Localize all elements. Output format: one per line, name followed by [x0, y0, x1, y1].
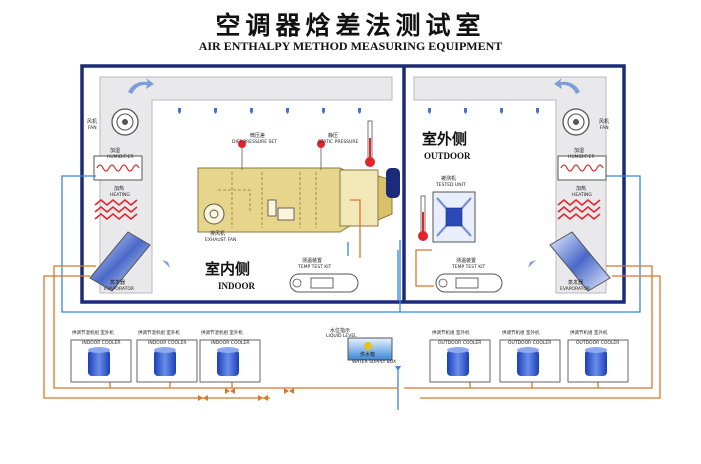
- outdoor-unit-label-en: TESTED UNIT: [435, 182, 466, 188]
- air-diffuser-arrows: [178, 108, 539, 114]
- sp-label: 静压: [328, 132, 338, 139]
- left-heater-icon: [94, 198, 138, 221]
- right-fan-label-en: FAN: [600, 125, 609, 131]
- outdoor-temp-kit: [435, 273, 503, 293]
- left-fan-label-en: FAN: [88, 125, 97, 131]
- tank-level-label: 水位指示: [330, 327, 350, 334]
- title-english: AIR ENTHALPY METHOD MEASURING EQUIPMENT: [198, 39, 503, 53]
- compressor-unit-left-3: [199, 339, 261, 383]
- left-evaporator-icon: [89, 231, 151, 292]
- compressor-unit-left-2: [136, 339, 198, 383]
- compressor-left-2-label: 供调节湿机组 室外机: [138, 329, 180, 336]
- left-humidifier-label-en: HUMIDIFIER: [107, 154, 134, 160]
- compressor-right-3-label: 供调节机组 室外机: [570, 329, 608, 336]
- left-humidifier: [93, 155, 143, 181]
- left-evaporator-label: 蒸发器: [110, 279, 125, 286]
- indoor-title-cn: 室内侧: [205, 260, 250, 278]
- tank-level-label-en: LIQUID LEVEL: [326, 333, 357, 339]
- right-evaporator-label-en: EVAPORATOR: [560, 286, 590, 292]
- outdoor-unit-label: 被测机: [441, 175, 456, 182]
- compressor-right-1-label: 供调节机组 室外机: [432, 329, 470, 336]
- indoor-temp-label-en: TEMP TEST KIT: [297, 264, 332, 270]
- right-fan-label: 风机: [599, 118, 609, 125]
- indoor-temp-label: 测温装置: [302, 257, 322, 264]
- airflow-arrows: [128, 78, 580, 268]
- exhaust-label: 排风机: [210, 230, 225, 237]
- water-supply-tank: [347, 337, 393, 361]
- exhaust-label-en: EXHAUST FAN: [205, 237, 236, 243]
- sp-label-en: STATIC PRESSURE: [318, 139, 358, 145]
- compressor-unit-right-1: [429, 339, 491, 383]
- outdoor-temp-label-en: TEMP TEST KIT: [451, 264, 486, 270]
- pipes-blue: [61, 175, 641, 410]
- dp-label: 微压差: [250, 132, 265, 139]
- left-heater-label-en: HEATING: [110, 192, 130, 198]
- outdoor-temp-label: 测温装置: [456, 257, 476, 264]
- right-evaporator-label: 蒸发器: [568, 279, 583, 286]
- chamber-walls: [80, 64, 626, 304]
- compressor-right-1-label-en: OUTDOOR COOLER: [438, 340, 481, 346]
- tank-name-label-en: WATER SUPPLY BOX: [352, 359, 396, 365]
- outdoor-test-unit: [432, 191, 476, 243]
- right-humidifier-label-en: HUMIDIFIER: [568, 154, 595, 160]
- left-heater-label: 加热: [114, 185, 124, 192]
- compressor-left-1-label-en: INDOOR COOLER: [82, 340, 121, 346]
- valves: [198, 366, 401, 401]
- sp-gauge: [317, 140, 325, 170]
- indoor-title-en: INDOOR: [218, 281, 256, 291]
- left-humidifier-label: 加湿: [110, 147, 120, 154]
- compressor-left-1-label: 供调节湿机组 室外机: [72, 329, 114, 336]
- compressor-right-3-label-en: OUTDOOR COOLER: [576, 340, 619, 346]
- outdoor-title-cn: 室外侧: [422, 130, 467, 148]
- outdoor-thermometer: [418, 195, 428, 241]
- title-chinese: 空调器焓差法测试室: [215, 11, 486, 40]
- compressor-left-2-label-en: INDOOR COOLER: [148, 340, 187, 346]
- right-heater-label: 加热: [576, 185, 586, 192]
- dp-label-en: DIFF PRESSURE SET: [232, 139, 277, 145]
- right-evaporator-icon: [549, 231, 611, 292]
- right-heater-icon: [557, 198, 601, 221]
- left-fan: [111, 108, 139, 136]
- left-fan-label: 风机: [87, 118, 97, 125]
- indoor-duct-connector: [386, 168, 400, 198]
- right-humidifier-label: 加湿: [574, 147, 584, 154]
- right-fan: [562, 108, 590, 136]
- right-humidifier: [557, 155, 607, 181]
- indoor-temp-kit: [289, 273, 359, 293]
- indoor-test-unit: [197, 167, 393, 233]
- left-evaporator-label-en: EVAPORATOR: [104, 286, 134, 292]
- compressor-left-3-label: 供调节湿机组 室外机: [201, 329, 243, 336]
- compressor-left-3-label-en: INDOOR COOLER: [211, 340, 250, 346]
- compressor-unit-right-2: [499, 339, 561, 383]
- tank-name-label: 供水箱: [360, 351, 375, 358]
- right-heater-label-en: HEATING: [572, 192, 592, 198]
- compressor-right-2-label: 供调节机组 室外机: [502, 329, 540, 336]
- compressor-right-2-label-en: OUTDOOR COOLER: [508, 340, 551, 346]
- outdoor-title-en: OUTDOOR: [424, 151, 471, 161]
- dp-gauge: [238, 140, 246, 170]
- compressor-unit-left-1: [70, 339, 132, 383]
- compressor-unit-right-3: [567, 339, 629, 383]
- indoor-thermometer: [365, 120, 375, 167]
